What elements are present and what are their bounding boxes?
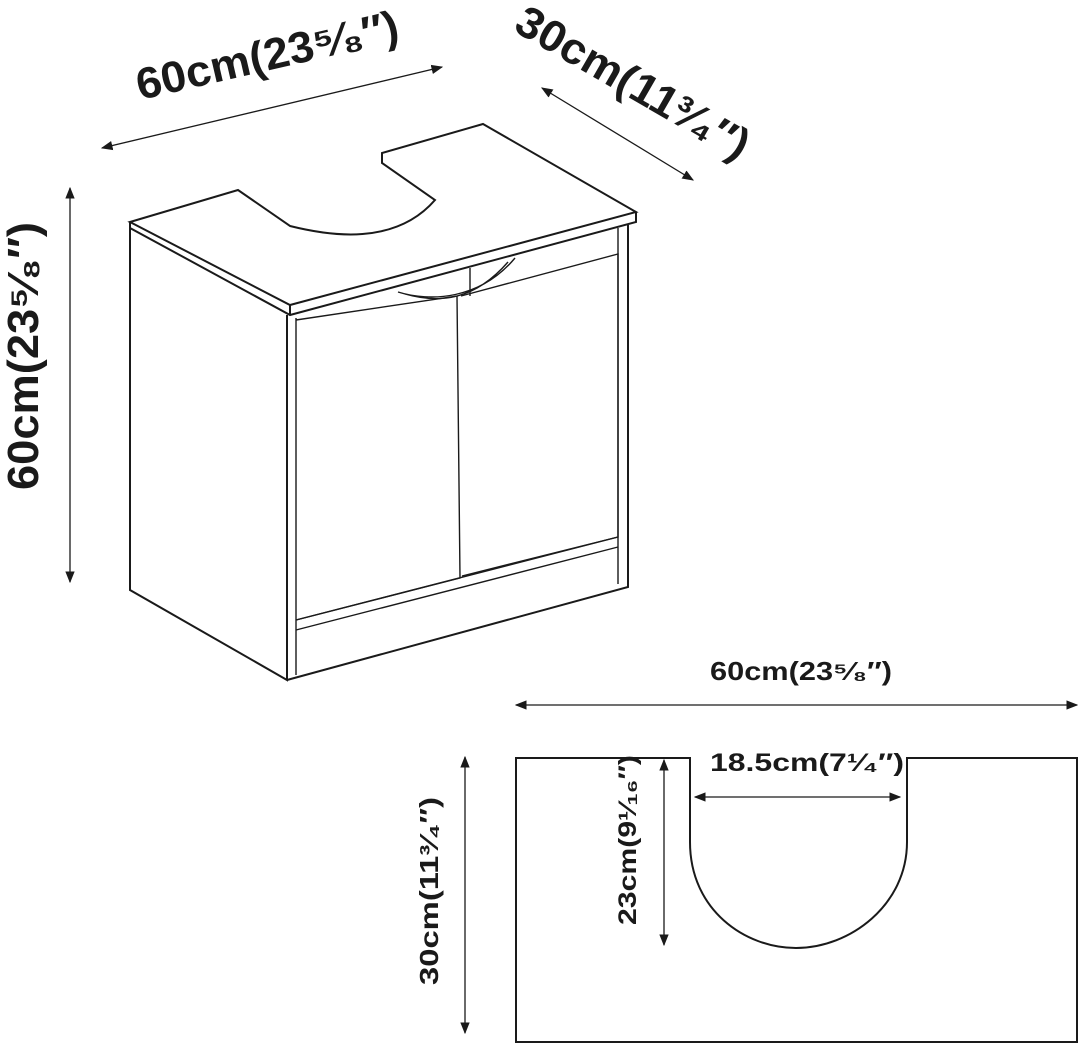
cabinet-top-edge: [129, 212, 637, 317]
cutout-depth-label: 23cm(9¹⁄₁₆″): [614, 755, 642, 925]
top-view-drawing: [515, 757, 1078, 1043]
top-depth-label: 30cm(11³⁄₄″): [414, 797, 444, 985]
cabinet-door-left: [295, 295, 461, 621]
cabinet-width-arrow: [100, 64, 444, 151]
cabinet-drawing: [127, 122, 639, 682]
cutout-width-label: 18.5cm(7¹⁄₄″): [710, 749, 904, 777]
cabinet-inner-cutout: [397, 257, 516, 300]
top-width-label: 60cm(23⁵⁄₈″): [710, 656, 892, 686]
cabinet-width-label: 60cm(23⁵⁄₈″): [131, 2, 403, 110]
cabinet-top-surface: [127, 122, 639, 307]
cabinet-door-right: [460, 253, 619, 577]
top-view-outline: [515, 757, 1078, 1043]
cabinet-front-panel: [286, 225, 629, 681]
cabinet-plinth: [295, 536, 619, 631]
cabinet-depth-label: 30cm(11³⁄₄″): [507, 0, 758, 170]
cabinet-depth-arrow: [541, 87, 694, 181]
cabinet-left-side: [129, 228, 288, 682]
cabinet-height-label: 60cm(23⁵⁄₈″): [0, 222, 48, 490]
